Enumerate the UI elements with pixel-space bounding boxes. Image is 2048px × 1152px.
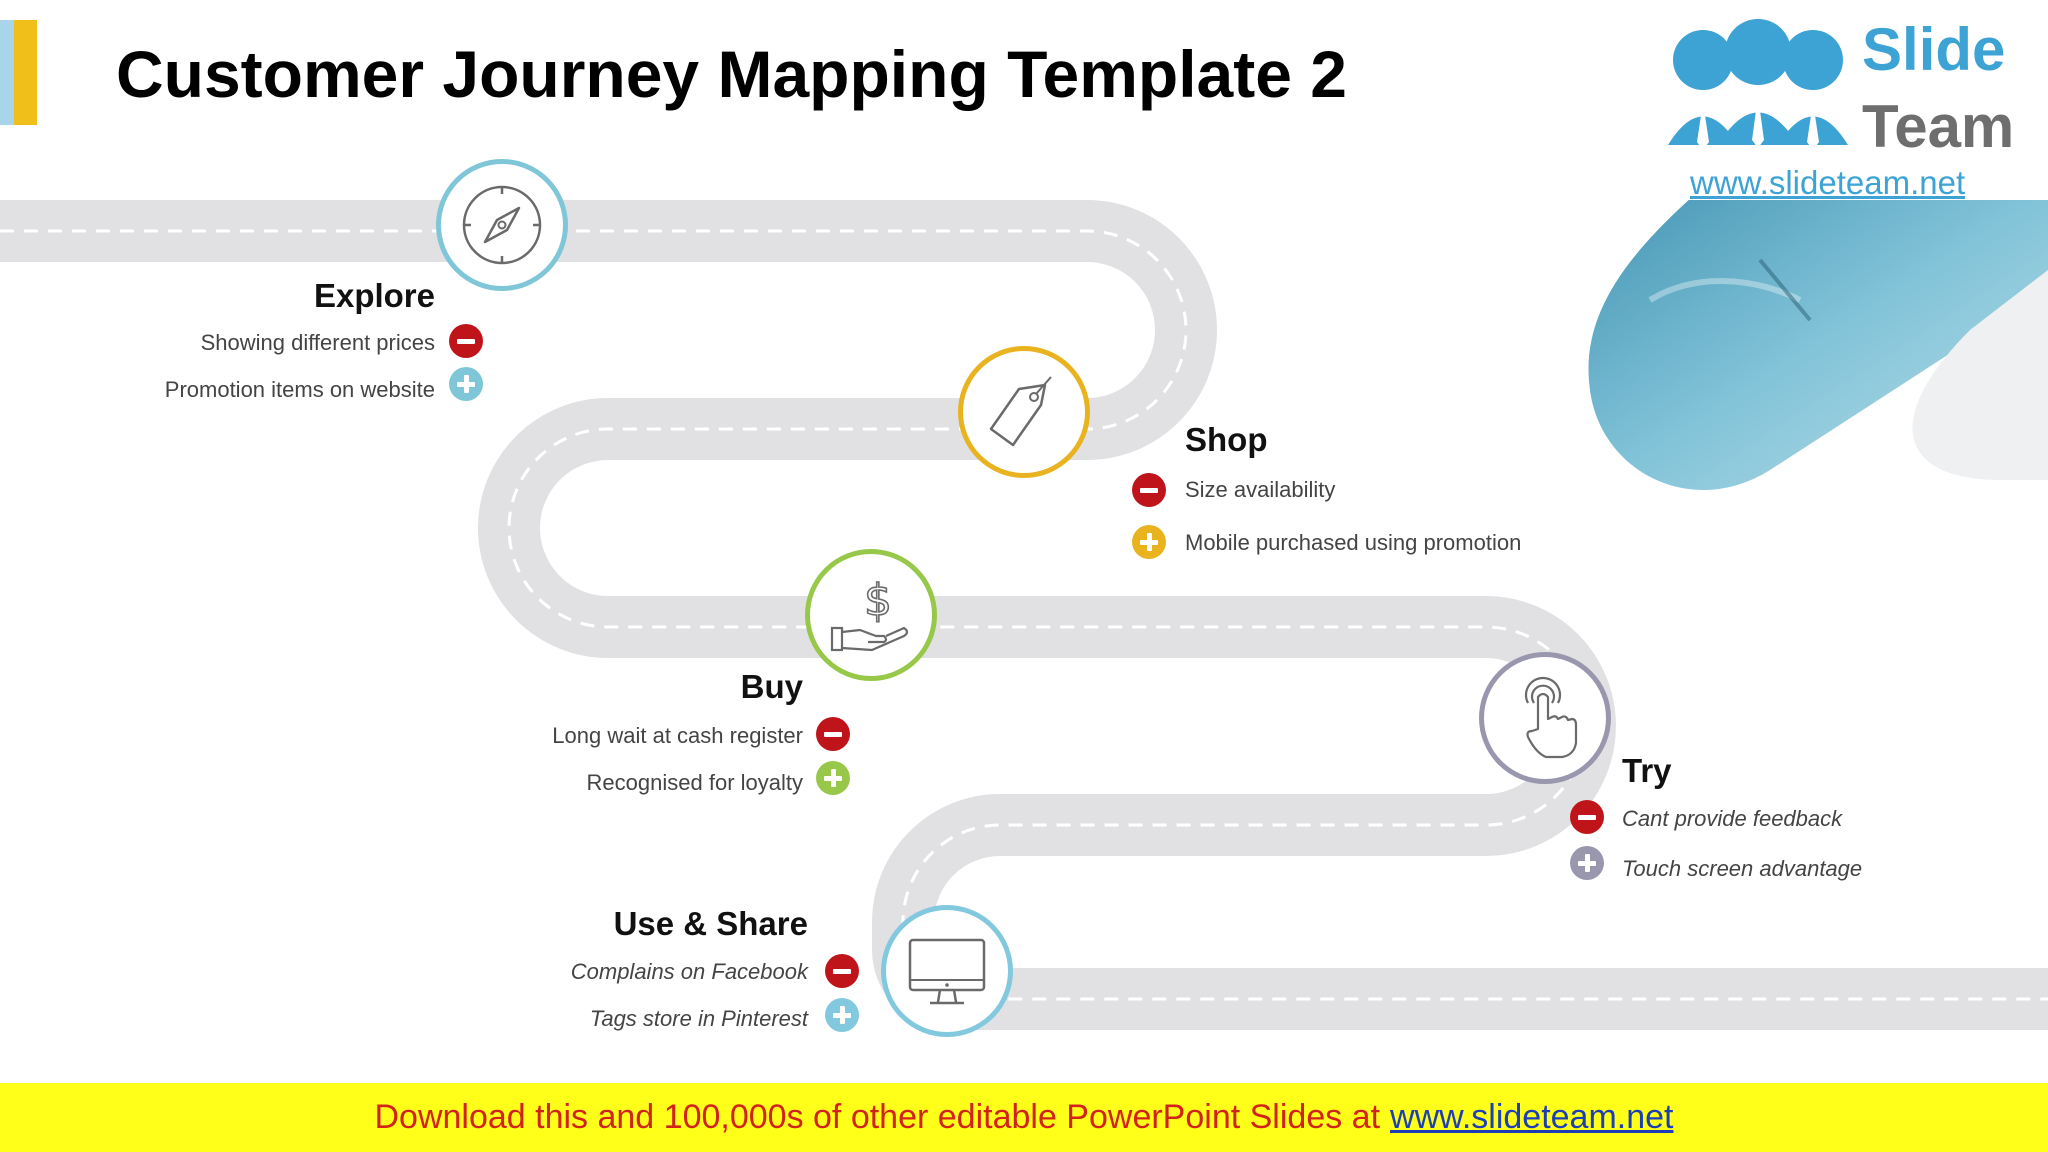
explore-item-plus: Promotion items on website xyxy=(164,377,435,402)
minus-icon xyxy=(449,324,483,358)
shop-item-minus: Size availability xyxy=(1185,477,1336,502)
stage-title-buy: Buy xyxy=(740,668,803,705)
logo-word-slide: Slide xyxy=(1862,16,2006,83)
stage-title-shop: Shop xyxy=(1185,421,1268,458)
compass-icon xyxy=(462,185,542,265)
use-share-node xyxy=(881,905,1013,1037)
plus-icon xyxy=(816,761,850,795)
logo-word-team: Team xyxy=(1862,93,2015,160)
minus-icon xyxy=(816,717,850,751)
use-share-item-plus: Tags store in Pinterest xyxy=(589,1006,808,1031)
photo-decoration xyxy=(1588,190,2048,491)
monitor-icon xyxy=(908,938,986,1005)
plus-icon xyxy=(825,998,859,1032)
try-item-minus: Cant provide feedback xyxy=(1622,806,1843,831)
explore-node xyxy=(436,159,568,291)
banner-link[interactable]: www.slideteam.net xyxy=(1390,1098,1674,1136)
shop-node xyxy=(958,346,1090,478)
buy-item-minus: Long wait at cash register xyxy=(552,723,803,748)
plus-icon xyxy=(1570,846,1604,880)
try-item-plus: Touch screen advantage xyxy=(1622,856,1863,881)
minus-icon xyxy=(1570,800,1604,834)
plus-icon xyxy=(1132,525,1166,559)
use-share-item-minus: Complains on Facebook xyxy=(570,959,808,984)
download-banner[interactable]: Download this and 100,000s of other edit… xyxy=(0,1083,2048,1152)
minus-icon xyxy=(825,954,859,988)
people-logo-icon xyxy=(1668,19,1848,150)
try-node xyxy=(1479,652,1611,784)
price-tag-icon xyxy=(989,376,1052,447)
svg-text:$: $ xyxy=(864,575,892,626)
explore-item-minus: Showing different prices xyxy=(200,330,435,355)
accent-bar-blue xyxy=(0,20,14,125)
stage-title-explore: Explore xyxy=(313,277,435,314)
slide-title: Customer Journey Mapping Template 2 xyxy=(116,37,1347,111)
shop-item-plus: Mobile purchased using promotion xyxy=(1185,530,1522,555)
stage-title-use-share: Use & Share xyxy=(613,905,808,942)
banner-text: Download this and 100,000s of other edit… xyxy=(374,1098,1381,1136)
slideteam-logo: Slide Team www.slideteam.net xyxy=(1640,0,2048,201)
plus-icon xyxy=(449,367,483,401)
buy-node: $ xyxy=(805,549,937,681)
stage-title-try: Try xyxy=(1622,752,1672,789)
buy-item-plus: Recognised for loyalty xyxy=(586,770,803,795)
logo-url[interactable]: www.slideteam.net xyxy=(1690,164,1966,201)
touch-hand-icon xyxy=(1524,676,1578,759)
hand-dollar-icon: $ xyxy=(830,574,909,652)
minus-icon xyxy=(1132,473,1166,507)
journey-road xyxy=(0,200,2048,1030)
